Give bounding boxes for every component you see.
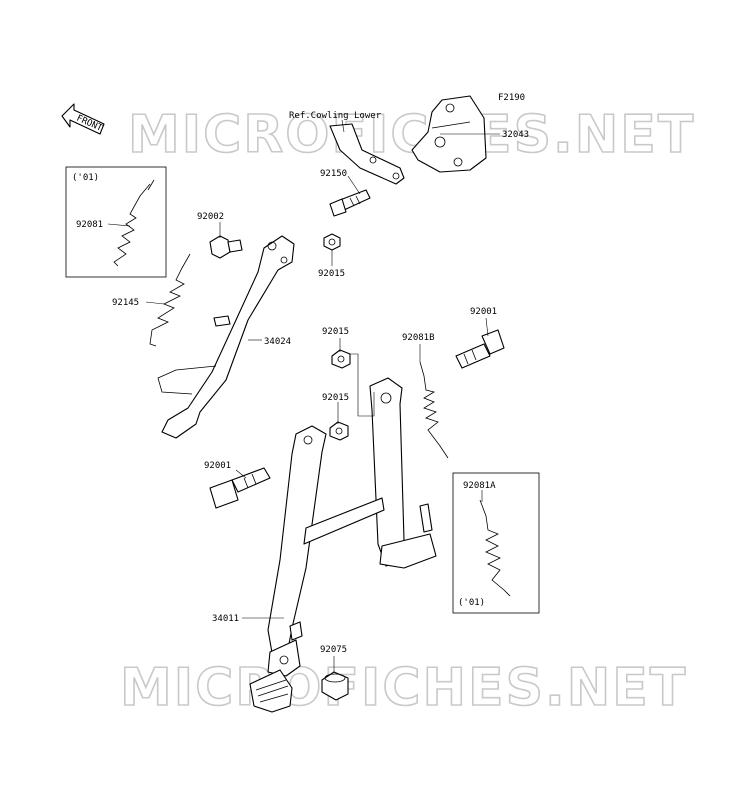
bolt-92001-lower bbox=[209, 467, 271, 509]
spring-92081 bbox=[113, 179, 155, 267]
side-stand-34024 bbox=[157, 235, 295, 439]
front-arrow-icon: FRONT bbox=[61, 103, 105, 135]
nut-92015-top bbox=[323, 233, 341, 251]
nut-92015-lower bbox=[329, 421, 349, 441]
bolt-92150 bbox=[329, 189, 371, 217]
spring-92081a bbox=[479, 499, 511, 597]
callout-92002: 92002 bbox=[197, 212, 224, 222]
callout-92001-upper: 92001 bbox=[470, 307, 497, 317]
callout-92145: 92145 bbox=[112, 298, 139, 308]
callout-92081a: 92081A bbox=[463, 481, 496, 491]
callout-92150: 92150 bbox=[320, 169, 347, 179]
nut-92015-mid bbox=[331, 349, 351, 369]
variant-box-right bbox=[452, 472, 540, 614]
callout-92015-mid: 92015 bbox=[322, 327, 349, 337]
rubber-92075 bbox=[321, 671, 349, 701]
watermark-top: MICROFICHES.NET bbox=[128, 105, 695, 165]
callout-32043: 32043 bbox=[502, 130, 529, 140]
spring-92145 bbox=[149, 253, 191, 347]
spring-92081b bbox=[419, 361, 449, 459]
figure-code: F2190 bbox=[498, 93, 525, 103]
callout-92081: 92081 bbox=[76, 220, 103, 230]
callout-34024: 34024 bbox=[264, 337, 291, 347]
variant-box-left bbox=[65, 166, 167, 278]
callout-92015-lower: 92015 bbox=[322, 393, 349, 403]
cowling-lower-bracket bbox=[329, 123, 405, 185]
callout-92081b: 92081B bbox=[402, 333, 435, 343]
callout-92001-lower: 92001 bbox=[204, 461, 231, 471]
bolt-92001-upper bbox=[455, 329, 505, 369]
callout-ref-cowling-lower: Ref.Cowling Lower bbox=[289, 111, 382, 121]
leader-lines bbox=[107, 119, 500, 672]
variant-year-left: ('01) bbox=[72, 173, 99, 183]
callout-92075: 92075 bbox=[320, 645, 347, 655]
watermark-bottom: MICROFICHES.NET bbox=[120, 658, 687, 718]
variant-year-right: ('01) bbox=[458, 598, 485, 608]
callout-92015-top: 92015 bbox=[318, 269, 345, 279]
callout-34011: 34011 bbox=[212, 614, 239, 624]
main-stand-34011 bbox=[249, 377, 437, 713]
bolt-92002 bbox=[209, 235, 243, 259]
